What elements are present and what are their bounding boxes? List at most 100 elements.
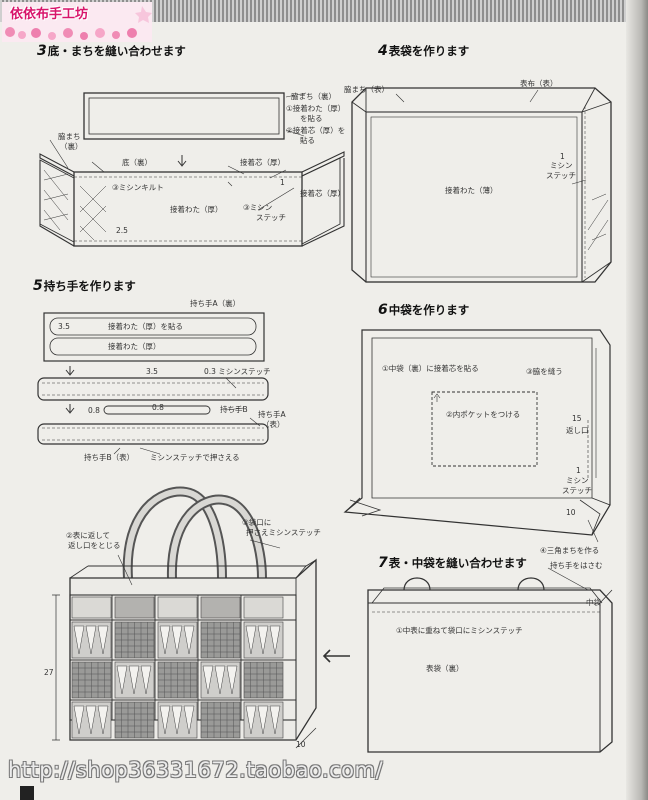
label-batting-thin-s5: 接着わた（厚） bbox=[108, 342, 161, 351]
quilt-block bbox=[71, 661, 112, 699]
step7-title: 7表・中袋を縫い合わせます bbox=[378, 555, 527, 571]
label-gusset-side: 脇まち bbox=[58, 132, 81, 141]
label-handle-a-back: 持ち手A（裏） bbox=[190, 299, 241, 308]
quilt-block bbox=[114, 661, 155, 699]
label-step1b: を貼る bbox=[300, 114, 323, 123]
step5-diagram bbox=[37, 312, 269, 455]
label-gusset-side-b: （裏） bbox=[60, 142, 83, 151]
label-num1-s4: 1 bbox=[560, 152, 565, 161]
quilt-block bbox=[243, 701, 284, 739]
step6-diagram bbox=[343, 329, 611, 543]
label-num15: 15 bbox=[572, 414, 582, 423]
label-fin-2b: 返し口をとじる bbox=[68, 541, 121, 550]
label-stitch-b: ステッチ bbox=[256, 213, 286, 222]
label-num10: 10 bbox=[566, 508, 576, 517]
label-stitch-s6b: ステッチ bbox=[562, 486, 592, 495]
quilt-block bbox=[114, 701, 155, 739]
label-s6-4: ④三角まちを作る bbox=[540, 546, 600, 555]
label-edge-stitch: 0.3 ミシンステッチ bbox=[204, 367, 271, 376]
label-fin-3b: 押さえミシンステッチ bbox=[246, 528, 321, 537]
quilt-block-top bbox=[71, 596, 112, 619]
folded-handle bbox=[37, 377, 269, 401]
logo-text: 依依布手工坊 bbox=[10, 7, 89, 22]
label-s6-1: ①中袋（裏）に接着芯を貼る bbox=[382, 364, 479, 373]
step4-diagram bbox=[351, 87, 612, 283]
quilt-block-top bbox=[200, 596, 241, 619]
quilt-block-top bbox=[157, 596, 198, 619]
label-fin-2: ②表に返して bbox=[66, 531, 110, 540]
label-opening: 返し口 bbox=[566, 426, 589, 435]
label-batting-thick: 接着わた（厚）を貼る bbox=[108, 322, 183, 331]
step3-diagram bbox=[39, 92, 345, 247]
step7-diagram bbox=[367, 567, 613, 753]
label-m08b: 0.8 bbox=[88, 406, 100, 415]
label-batting: 接着わた（厚） bbox=[170, 205, 223, 214]
quilt-block bbox=[243, 621, 284, 659]
quilt-block bbox=[200, 701, 241, 739]
label-stitch-s4: ミシン bbox=[550, 161, 573, 170]
label-quilting: ③ミシンキルト bbox=[112, 183, 164, 192]
outer-bag-panel bbox=[365, 111, 583, 283]
label-handle-a-front: （表） bbox=[262, 420, 285, 429]
down-arrow-icon bbox=[65, 366, 75, 376]
quilt-block-top bbox=[114, 596, 155, 619]
label-handle-a: 持ち手A bbox=[258, 410, 286, 419]
label-bottom: 底（裏） bbox=[122, 158, 152, 167]
quilt-block bbox=[200, 661, 241, 699]
label-handle-b-mid: 持ち手B bbox=[220, 405, 248, 414]
label-s6-2: ②内ポケットをつける bbox=[446, 410, 521, 419]
down-arrow-icon bbox=[177, 155, 187, 167]
handle-loop bbox=[403, 577, 431, 591]
quilt-block bbox=[200, 621, 241, 659]
label-gusset-top: 脇まち（裏） bbox=[291, 92, 336, 101]
label-num25: 2.5 bbox=[116, 226, 128, 235]
label-outer-fabric: 表布（表） bbox=[520, 79, 558, 88]
handle-a-strip bbox=[43, 312, 265, 362]
down-arrow-icon bbox=[65, 404, 75, 414]
label-num1-s6: 1 bbox=[576, 466, 581, 475]
label-stitch: ③ミシン bbox=[243, 203, 273, 212]
quilt-block bbox=[157, 661, 198, 699]
quilt-block bbox=[71, 621, 112, 659]
label-step2b: 貼る bbox=[300, 136, 315, 145]
quilt-block bbox=[157, 701, 198, 739]
label-press-stitch: ミシンステッチで押さえる bbox=[150, 453, 240, 462]
label-step2: ②接着芯（厚）を bbox=[286, 126, 346, 135]
handle-b bbox=[37, 423, 269, 445]
quilt-block bbox=[71, 701, 112, 739]
label-num1: 1 bbox=[280, 178, 285, 187]
label-depth: 10 bbox=[296, 740, 306, 749]
inner-pocket bbox=[431, 391, 538, 467]
shop-watermark-url: http://shop36331672.taobao.com/ bbox=[8, 758, 384, 782]
label-outer-back: 表袋（裏） bbox=[426, 664, 464, 673]
label-s6-3: ③脇を縫う bbox=[526, 367, 563, 376]
step4-title: 4表袋を作ります bbox=[378, 43, 470, 59]
height-dimension bbox=[52, 594, 60, 741]
quilting-lines bbox=[79, 185, 107, 241]
label-s7-1: ①中表に重ねて袋口にミシンステッチ bbox=[396, 626, 523, 635]
label-handle-note: 持ち手をはさむ bbox=[550, 561, 603, 570]
label-handle-b-front: 持ち手B（表） bbox=[84, 453, 135, 462]
label-interfacing-side: 接着芯（厚） bbox=[300, 189, 345, 198]
step5-title: 5持ち手を作ります bbox=[33, 278, 136, 294]
shop-logo bbox=[2, 2, 152, 42]
quilt-block bbox=[157, 621, 198, 659]
label-stitch-s6: ミシン bbox=[566, 476, 589, 485]
quilt-block bbox=[114, 621, 155, 659]
quilt-block bbox=[243, 661, 284, 699]
quilt-block-top bbox=[243, 596, 284, 619]
left-arrow-icon bbox=[322, 649, 350, 663]
page-binding-shadow bbox=[626, 0, 648, 800]
heart-icon bbox=[5, 27, 15, 37]
step6-title: 6中袋を作ります bbox=[378, 302, 470, 318]
label-step1: ①接着わた（厚） bbox=[286, 104, 346, 113]
label-lining: 中袋 bbox=[586, 598, 601, 607]
label-height: 27 bbox=[44, 668, 54, 677]
label-batting-thin: 接着わた（薄） bbox=[445, 186, 498, 195]
step3-title: 3底・まちを縫い合わせます bbox=[37, 43, 186, 59]
label-fin-3: ③袋口に bbox=[242, 518, 272, 527]
quilted-gusset-left bbox=[39, 159, 75, 243]
label-gusset-front: 脇まち（表） bbox=[344, 85, 389, 94]
